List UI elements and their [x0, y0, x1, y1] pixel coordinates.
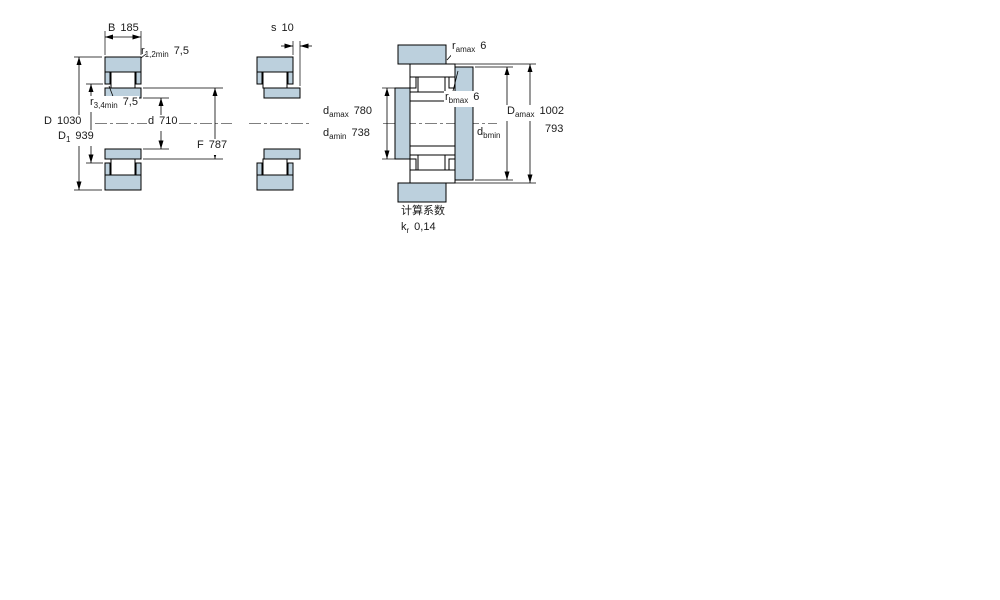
- outer-ring-section-bottom: [104, 174, 142, 191]
- inner-ring-section-bottom: [104, 148, 142, 160]
- roller-section-top: [262, 71, 288, 89]
- outer-ring-flange: [104, 71, 111, 85]
- outer-ring-flange: [135, 71, 142, 85]
- housing-shoulder-bottom: [397, 182, 447, 203]
- inner-ring-section-bottom-displaced: [263, 148, 301, 160]
- outer-ring-section-top: [104, 56, 142, 73]
- dim-r12-leader: [140, 53, 147, 59]
- housing-shoulder-top: [397, 44, 447, 65]
- roller-section-bottom: [262, 158, 288, 176]
- ring-section-view: [249, 41, 312, 191]
- calculation-factors-heading: 计算系数: [401, 205, 445, 217]
- outer-ring-flange: [256, 162, 263, 176]
- outer-ring-outline-top: [409, 63, 456, 78]
- inner-ring-section-top-displaced: [263, 87, 301, 99]
- outer-ring-outline-bottom: [409, 169, 456, 184]
- outer-ring-flange: [256, 71, 263, 85]
- outer-ring-flange: [104, 162, 111, 176]
- outer-ring-flange: [287, 71, 294, 85]
- roller-section-top: [110, 71, 136, 89]
- roller-outline-top: [417, 76, 446, 93]
- roller-section-bottom: [110, 158, 136, 176]
- shaft-shoulder: [394, 87, 411, 160]
- outer-ring-flange-outline: [409, 76, 417, 89]
- outer-ring-flange: [287, 162, 294, 176]
- dim-value-dbmin: 793: [544, 123, 565, 136]
- dim-label-dbmin: dbmin: [476, 126, 502, 143]
- inner-ring-outline-bottom: [409, 145, 456, 156]
- mounting-view: [382, 44, 536, 203]
- abutment-ring: [454, 66, 474, 181]
- outer-ring-flange-outline: [409, 158, 417, 171]
- outer-ring-flange-outline: [448, 158, 456, 171]
- roller-outline-bottom: [417, 154, 446, 171]
- outer-ring-section-bottom: [256, 174, 294, 191]
- outer-ring-section-top: [256, 56, 294, 73]
- outer-ring-flange: [135, 162, 142, 176]
